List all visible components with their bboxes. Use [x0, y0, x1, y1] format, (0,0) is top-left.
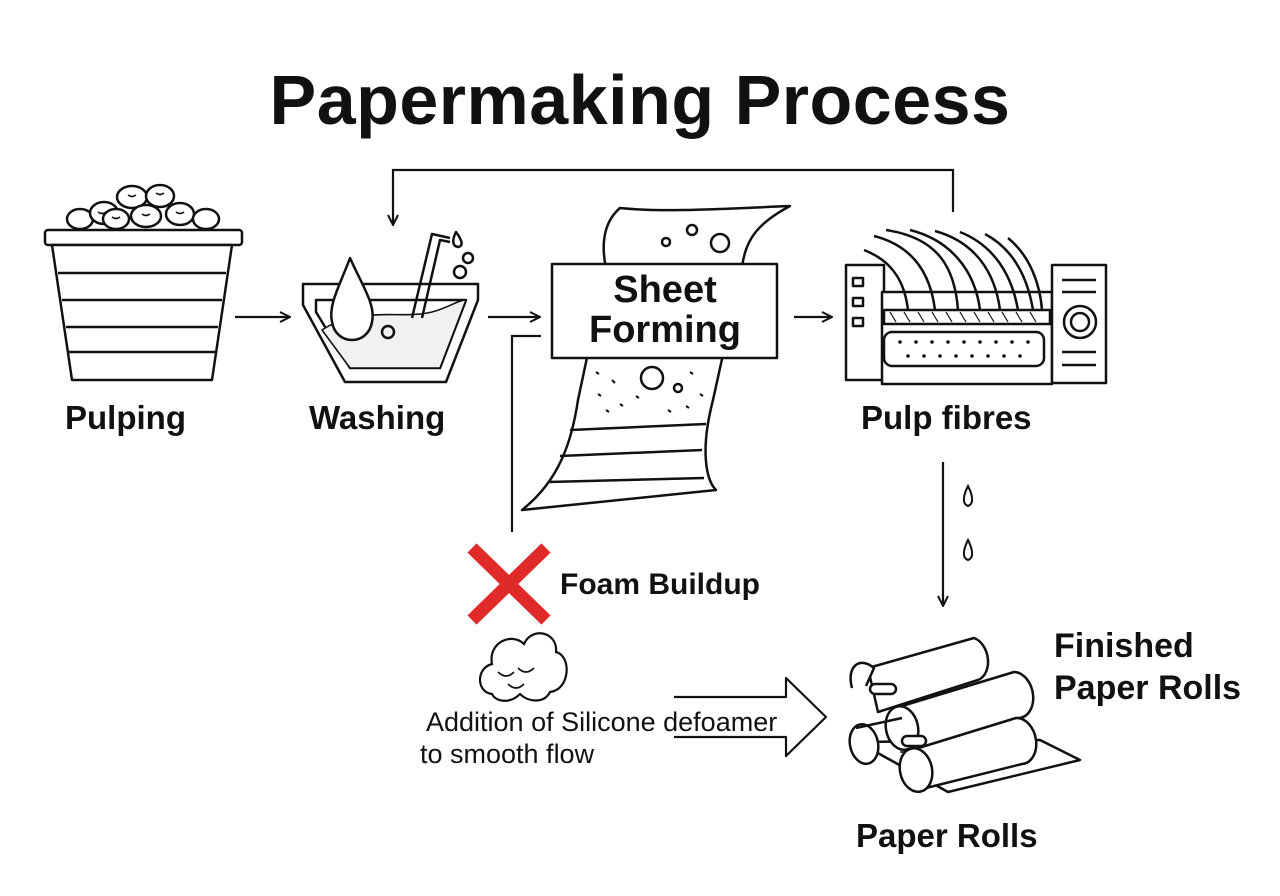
- water-drop-icon: [962, 483, 974, 562]
- page-title: Papermaking Process: [269, 61, 1011, 139]
- finished-rolls-line1: Finished: [1054, 627, 1194, 665]
- step-label-sheet-forming: Sheet Forming: [589, 269, 741, 351]
- defoamer-note-line1: Addition of Silicone defoamer: [426, 707, 778, 737]
- defoamer-block-arrow: [674, 676, 828, 758]
- step-label-pulping: Pulping: [65, 399, 186, 436]
- cross-icon: [467, 543, 551, 625]
- defoamer-note-line2: to smooth flow: [420, 739, 595, 769]
- paper-machine-icon: [844, 228, 1108, 386]
- step-label-paper-rolls: Paper Rolls: [856, 817, 1038, 854]
- finished-rolls-line2: Paper Rolls: [1054, 669, 1242, 707]
- washing-basin-icon: [301, 230, 480, 384]
- pulp-basket-icon: [43, 183, 244, 382]
- foam-branch-line: [510, 334, 541, 532]
- paper-rolls-icon: [848, 636, 1082, 794]
- step-label-pulp-fibres: Pulp fibres: [861, 399, 1032, 436]
- foam-buildup-label: Foam Buildup: [560, 568, 760, 601]
- paper-sheet-icon: [520, 204, 792, 512]
- arrow-feedback-loop: [393, 168, 955, 225]
- step-label-washing: Washing: [309, 399, 446, 436]
- foam-cloud-icon: [478, 632, 568, 702]
